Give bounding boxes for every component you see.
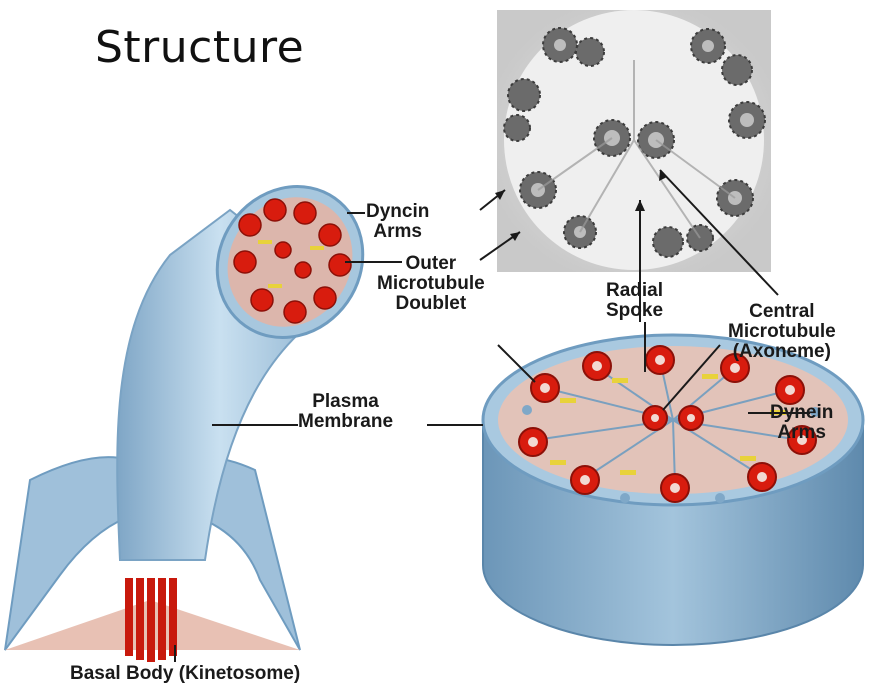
basal-body <box>125 578 177 662</box>
label-dyncin-arms: Dyncin Arms <box>366 202 429 242</box>
label-central-microtubule: Central Microtubule (Axoneme) <box>728 302 836 362</box>
label-radial-spoke: Radial Spoke <box>606 281 663 321</box>
axoneme-cross-section <box>483 335 863 645</box>
label-basal-body: Basal Body (Kinetosome) <box>70 664 300 684</box>
label-outer-microtubule-doublet: Outer Microtubule Doublet <box>377 254 485 314</box>
label-dynein-arms: Dynein Arms <box>770 403 833 443</box>
electron-micrograph <box>497 10 771 272</box>
label-plasma-membrane: Plasma Membrane <box>298 392 393 432</box>
